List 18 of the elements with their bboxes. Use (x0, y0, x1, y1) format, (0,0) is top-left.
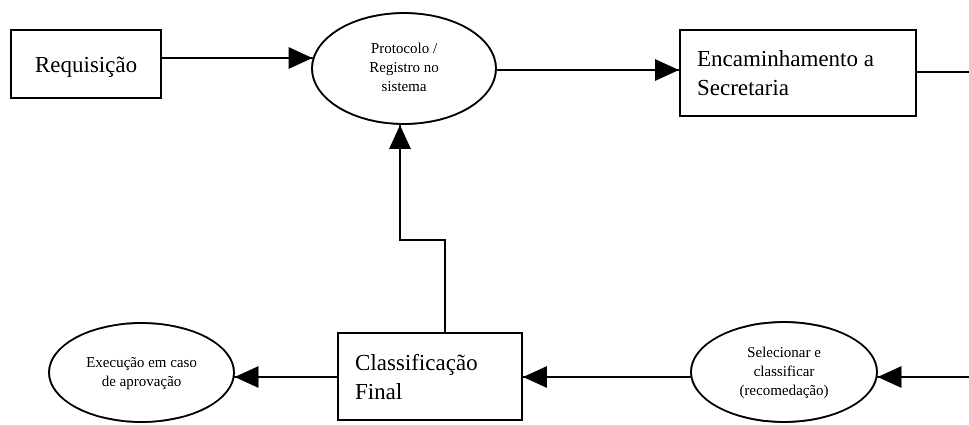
process-box (337, 332, 523, 421)
node-label: Requisição (34, 50, 138, 78)
process-ellipse (311, 12, 497, 125)
node-label: Execução em caso de aprovação (86, 354, 198, 392)
arrow (878, 366, 969, 388)
process-ellipse (690, 321, 878, 423)
node-label: Selecionar e classificar (recomedação) (738, 344, 830, 400)
process-box (679, 29, 917, 117)
process-box (10, 29, 162, 99)
arrow (523, 366, 690, 388)
node-label: Classificação Final (355, 348, 479, 406)
arrow (496, 59, 679, 81)
arrow (162, 47, 313, 69)
arrow (234, 366, 337, 388)
arrow (389, 124, 446, 332)
node-label: Encaminhamento a Secretaria (697, 45, 875, 102)
process-ellipse (48, 322, 235, 423)
node-label: Protocolo / Registro no sistema (368, 40, 440, 97)
